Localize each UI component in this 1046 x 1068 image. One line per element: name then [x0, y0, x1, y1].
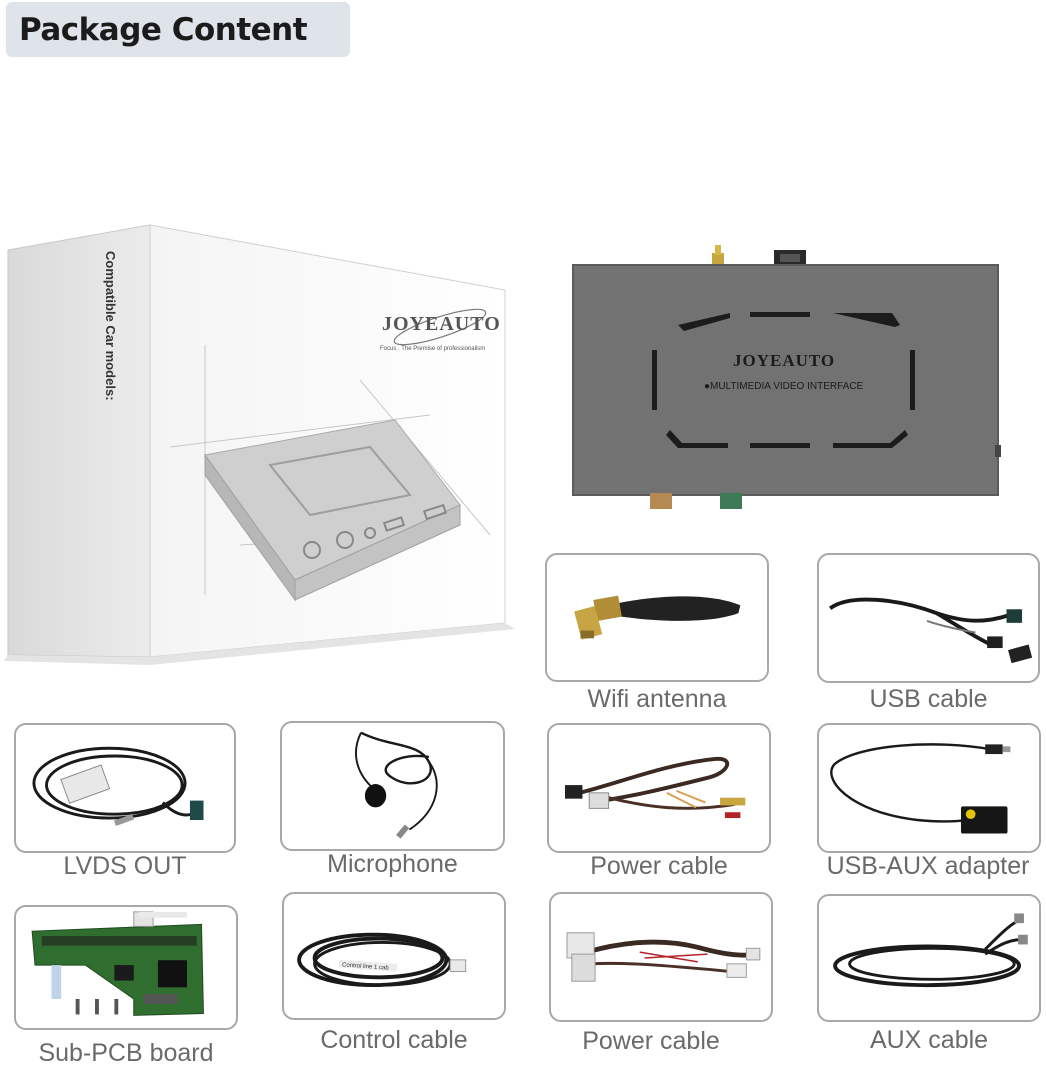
power-cable-tile: [547, 723, 771, 853]
sub-pcb-board-tile: [14, 905, 238, 1030]
aux-cable-tile: [817, 894, 1041, 1022]
interface-box-image: JOYEAUTO ●MULTIMEDIA VIDEO INTERFACE: [570, 245, 1002, 515]
interface-box-label: ●MULTIMEDIA VIDEO INTERFACE: [704, 381, 864, 392]
retail-box-side-text: Compatible Car models:: [103, 251, 118, 401]
microphone-tile: [280, 721, 505, 851]
power-cable-caption: Power cable: [582, 1027, 720, 1055]
lvds-out-tile: [14, 723, 236, 853]
page-title: Package Content: [19, 11, 308, 48]
usb-aux-adapter-caption: USB-AUX adapter: [826, 852, 1030, 880]
usb-aux-adapter-tile: [817, 723, 1041, 853]
aux-cable-caption: AUX cable: [869, 1026, 989, 1054]
retail-box-image: Compatible Car models: JOYEAUTO Focus . …: [0, 215, 520, 665]
usb-cable-caption: USB cable: [869, 685, 988, 713]
page-title-badge: Package Content: [6, 2, 350, 57]
microphone-caption: Microphone: [327, 850, 458, 878]
usb-cable-tile: [817, 553, 1040, 683]
control-cable-caption: Control cable: [320, 1026, 468, 1054]
power-cable-caption: Power cable: [590, 852, 728, 880]
power-cable-tile: [549, 892, 773, 1022]
lvds-out-caption: LVDS OUT: [63, 852, 187, 880]
retail-box-brand: JOYEAUTO: [382, 313, 501, 335]
sub-pcb-board-caption: Sub-PCB board: [38, 1039, 214, 1067]
retail-box-tagline: Focus . The Premise of professionalism: [380, 346, 486, 352]
control-cable-tile: Control line 1 cab: [282, 892, 506, 1020]
wifi-antenna-tile: [545, 553, 769, 682]
wifi-antenna-caption: Wifi antenna: [587, 685, 727, 713]
interface-box-brand: JOYEAUTO: [733, 351, 836, 370]
